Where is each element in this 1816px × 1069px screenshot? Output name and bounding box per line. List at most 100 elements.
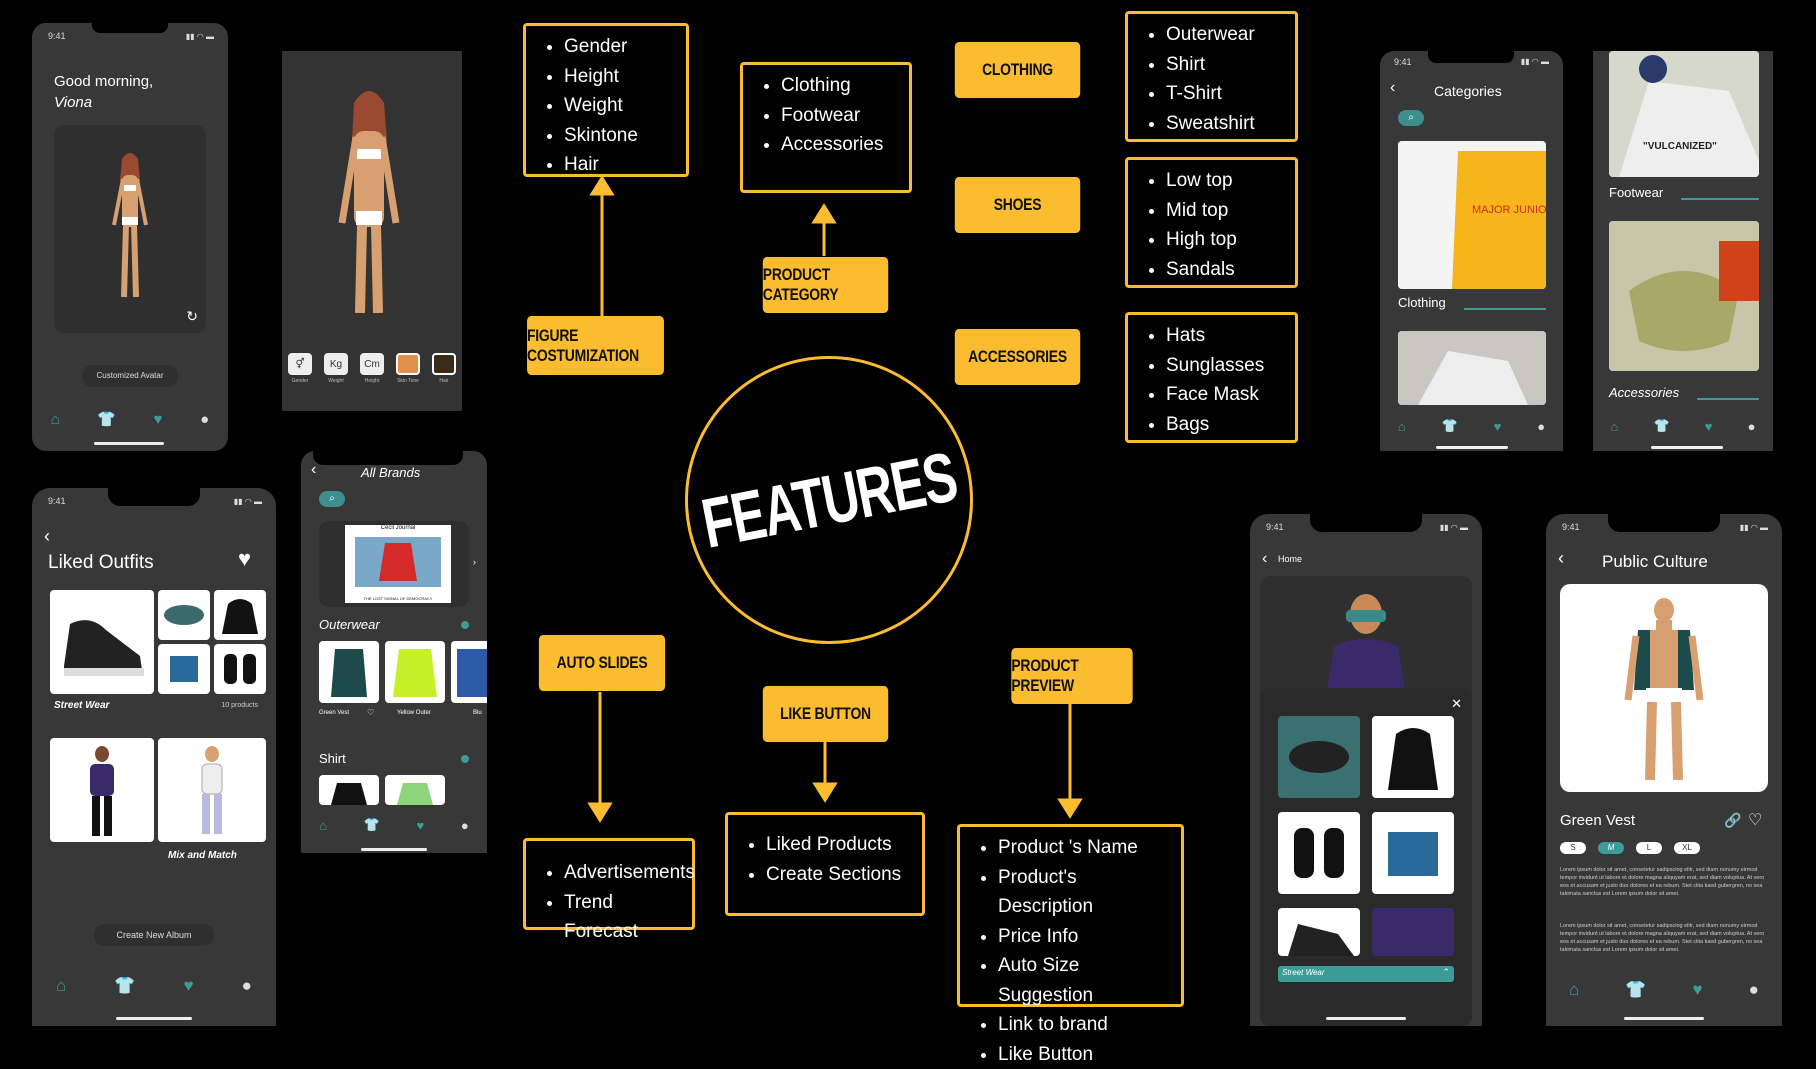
user-name: Viona [54, 94, 92, 111]
back-icon[interactable]: ‹ [1558, 548, 1564, 569]
back-label[interactable]: Home [1278, 554, 1302, 564]
list-item: Link to brand [998, 1010, 1171, 1040]
sheet-item-shorts[interactable] [1372, 812, 1454, 894]
category-footwear-image[interactable]: "VULCANIZED" [1609, 51, 1759, 177]
category-footwear-preview[interactable] [1398, 331, 1546, 405]
shirt-icon[interactable]: 👕 [1654, 418, 1670, 434]
heart-icon[interactable]: ♥ [1494, 419, 1502, 434]
profile-avatar-icon[interactable]: ● [461, 818, 469, 833]
create-new-album-button[interactable]: Create New Album [94, 924, 214, 946]
product-image[interactable] [1560, 584, 1768, 792]
heart-icon[interactable]: ♥ [238, 546, 251, 572]
status-time: 9:41 [48, 31, 66, 41]
size-option-xl[interactable]: XL [1674, 842, 1700, 854]
shirt-icon[interactable]: 👕 [1625, 980, 1646, 1000]
sheet-item-mask[interactable] [1278, 716, 1360, 798]
album-image-shorts[interactable] [158, 644, 210, 694]
phone-liked-outfits: 9:41 ▮▮ ◠ ▬ ‹ Liked Outfits ♥ Street Wea… [32, 488, 276, 1026]
shirt-icon[interactable]: 👕 [364, 817, 380, 833]
heart-icon[interactable]: ♥ [1705, 419, 1713, 434]
album-image-hoodie[interactable] [214, 590, 266, 640]
shirt-icon[interactable]: 👕 [1442, 418, 1458, 434]
back-icon[interactable]: ‹ [44, 526, 50, 547]
avatar-preview[interactable]: ↻ [54, 125, 206, 333]
node-product-category: PRODUCT CATEGORY [763, 257, 888, 313]
notch [92, 23, 168, 33]
sheet-item-sneaker[interactable] [1278, 908, 1360, 956]
phone-outfit-sheet: 9:41 ▮▮ ◠ ▬ ‹ Home ✕ Street Wear ⌃ [1250, 514, 1482, 1026]
status-time: 9:41 [1562, 522, 1580, 532]
heart-icon[interactable]: ♥ [1693, 980, 1703, 1000]
back-icon[interactable]: ‹ [1262, 550, 1267, 568]
page-title: Liked Outfits [48, 552, 154, 574]
sheet-item-tiedye[interactable] [1372, 908, 1454, 956]
chevron-up-icon[interactable]: ⌃ [1442, 967, 1450, 978]
gender-icon: ⚥ [288, 353, 312, 375]
product-green-vest[interactable] [319, 641, 379, 703]
size-option-s[interactable]: S [1560, 842, 1586, 854]
profile-avatar-icon[interactable]: ● [1749, 980, 1759, 1000]
heart-outline-icon[interactable]: ♡ [1748, 810, 1762, 830]
album-image-mask[interactable] [158, 590, 210, 640]
list-item: Height [564, 62, 676, 92]
list-item: T-Shirt [1166, 79, 1285, 109]
category-accessories-image[interactable] [1609, 221, 1759, 371]
profile-avatar-icon[interactable]: ● [1748, 419, 1756, 434]
sheet-item-sandals[interactable] [1278, 812, 1360, 894]
profile-avatar-icon[interactable]: ● [200, 411, 209, 428]
back-icon[interactable]: ‹ [1390, 79, 1395, 97]
home-icon[interactable]: ⌂ [1398, 419, 1406, 434]
shirt-icon[interactable]: 👕 [114, 976, 135, 996]
list-item: Skintone [564, 121, 676, 151]
avatar-tool-gender[interactable]: ⚥Gender [286, 353, 314, 384]
like-icon[interactable]: ♡ [367, 708, 374, 717]
avatar-tool-hair[interactable]: Hair [430, 353, 458, 384]
list-item: Create Sections [766, 860, 912, 890]
product-shirt-black[interactable] [319, 775, 379, 805]
product-shirt-green[interactable] [385, 775, 445, 805]
category-clothing-image[interactable]: MAJOR JUNIORS [1398, 141, 1546, 289]
back-icon[interactable]: ‹ [311, 461, 316, 479]
avatar-tool-label: Height [365, 378, 379, 384]
album-image-model-2[interactable] [158, 738, 266, 842]
home-icon[interactable]: ⌂ [51, 411, 60, 428]
album-image-model-1[interactable] [50, 738, 154, 842]
product-blue[interactable] [451, 641, 487, 703]
sheet-item-hoodie[interactable] [1372, 716, 1454, 798]
list-item: Sandals [1166, 255, 1285, 285]
signal-icon: ▮▮ ◠ ▬ [186, 32, 214, 41]
node-clothing: CLOTHING [955, 42, 1080, 98]
heart-icon[interactable]: ♥ [184, 976, 194, 996]
heart-icon[interactable]: ♥ [417, 818, 425, 833]
attach-icon[interactable]: 🔗 [1724, 812, 1741, 829]
product-yellow-outer[interactable] [385, 641, 445, 703]
close-icon[interactable]: ✕ [1451, 696, 1462, 712]
album-image-sneaker[interactable] [50, 590, 154, 694]
brand-banner[interactable]: Cecil Journal THE LOST SIGNAL OF DEMOCRA… [319, 521, 469, 607]
size-option-m[interactable]: M [1598, 842, 1624, 854]
list-item: Outerwear [1166, 20, 1285, 50]
avatar-tool-skin-tone[interactable]: Skin Tone [394, 353, 422, 384]
carousel-next-icon[interactable]: › [473, 557, 476, 567]
list-item: Bags [1166, 410, 1285, 440]
customized-avatar-button[interactable]: Customized Avatar [82, 365, 178, 387]
search-icon[interactable]: ⌕ [1398, 110, 1424, 126]
home-icon[interactable]: ⌂ [56, 976, 66, 996]
search-icon[interactable]: ⌕ [319, 491, 345, 507]
profile-avatar-icon[interactable]: ● [1537, 419, 1545, 434]
rotate-icon[interactable]: ↻ [186, 308, 198, 325]
heart-icon[interactable]: ♥ [154, 411, 163, 428]
home-icon[interactable]: ⌂ [1569, 980, 1579, 1000]
home-icon[interactable]: ⌂ [319, 818, 327, 833]
list-item: Hats [1166, 321, 1285, 351]
profile-avatar-icon[interactable]: ● [242, 976, 252, 996]
home-icon[interactable]: ⌂ [1611, 419, 1619, 434]
size-option-l[interactable]: L [1636, 842, 1662, 854]
shirt-icon[interactable]: 👕 [97, 410, 116, 428]
list-item: High top [1166, 225, 1285, 255]
album-bar[interactable]: Street Wear ⌃ [1278, 966, 1454, 982]
album-image-sandals[interactable] [214, 644, 266, 694]
